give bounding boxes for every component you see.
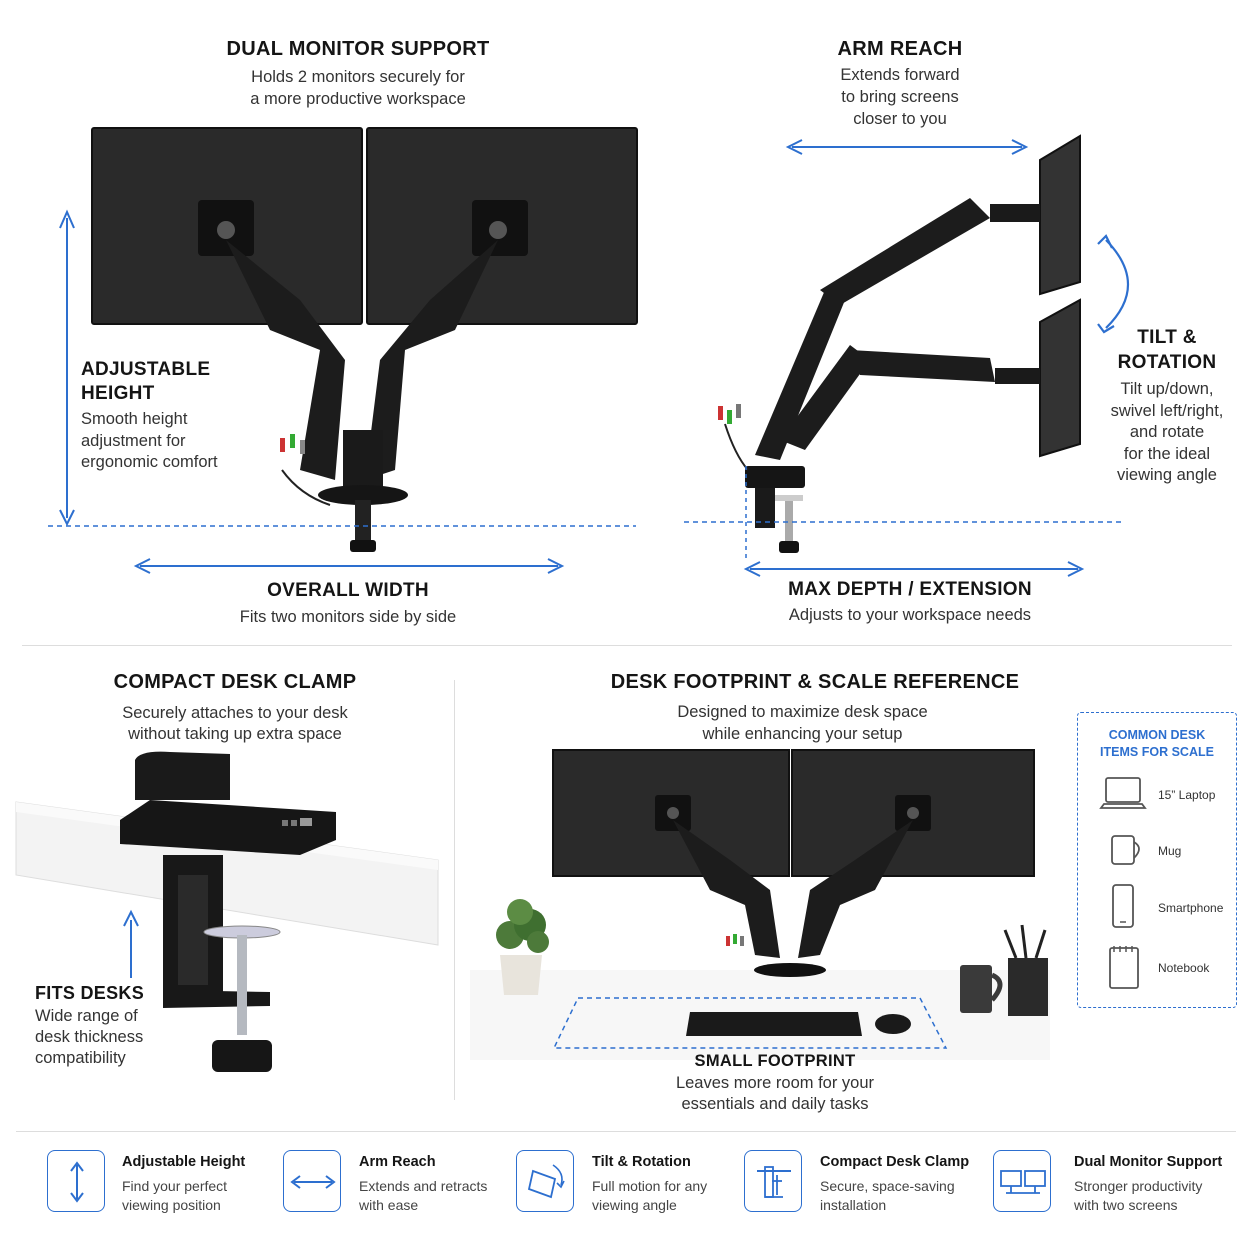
dual-monitor-line2: a more productive workspace <box>250 90 466 108</box>
feature-icon-box-reach <box>283 1150 341 1212</box>
feature-desc-clamp-1: Secure, space-saving <box>820 1178 955 1194</box>
tilt-title2: ROTATION <box>1117 352 1217 373</box>
clamp-icon <box>757 1166 791 1198</box>
smartphone-icon <box>1112 884 1134 928</box>
footprint-title: DESK FOOTPRINT & SCALE REFERENCE <box>610 671 1020 693</box>
desk-clamp-title: COMPACT DESK CLAMP <box>113 671 357 693</box>
footprint-line2: while enhancing your setup <box>702 725 903 743</box>
adjustable-height-line2: adjustment for <box>81 432 186 450</box>
small-footprint-line2: essentials and daily tasks <box>681 1095 869 1113</box>
small-footprint-title: SMALL FOOTPRINT <box>694 1052 856 1070</box>
mug-icon <box>1111 835 1140 865</box>
feature-title-dual: Dual Monitor Support <box>1074 1154 1223 1170</box>
fits-desks-line1: Wide range of <box>35 1007 138 1025</box>
feature-title-tilt: Tilt & Rotation <box>592 1154 691 1170</box>
scale-heading1: COMMON DESK <box>1108 728 1206 742</box>
feature-title-height: Adjustable Height <box>122 1154 246 1170</box>
tilt-line5: viewing angle <box>1117 466 1217 484</box>
dual-monitor-illustration <box>48 127 638 574</box>
tilt-line1: Tilt up/down, <box>1120 380 1214 398</box>
desk-clamp-line1: Securely attaches to your desk <box>122 704 348 722</box>
feature-desc-tilt-2: viewing angle <box>592 1197 677 1213</box>
feature-icon-box-dual <box>993 1150 1051 1212</box>
desk-clamp-line2: without taking up extra space <box>128 725 342 743</box>
vertical-arrow-icon <box>70 1161 84 1203</box>
adjustable-height-title1: ADJUSTABLE <box>81 359 211 380</box>
feature-desc-tilt-1: Full motion for any <box>592 1178 708 1194</box>
scale-icons <box>1099 777 1147 989</box>
feature-desc-clamp-2: installation <box>820 1197 887 1213</box>
fits-desks-line3: compatibility <box>35 1049 126 1067</box>
horizontal-divider <box>22 645 1232 646</box>
arm-reach-line2: to bring screens <box>841 88 959 106</box>
notebook-icon <box>1109 946 1139 989</box>
overall-width-title: OVERALL WIDTH <box>267 580 429 601</box>
max-depth-line1: Adjusts to your workspace needs <box>788 606 1032 624</box>
arm-reach-line1: Extends forward <box>840 66 960 84</box>
fits-desks-title: FITS DESKS <box>35 983 145 1003</box>
scale-item-mug: Mug <box>1158 844 1182 858</box>
feature-icon-box-clamp <box>744 1150 802 1212</box>
horizontal-arrow-icon <box>290 1175 336 1189</box>
tilt-icon <box>527 1164 565 1199</box>
scale-item-smartphone: Smartphone <box>1158 901 1224 915</box>
feature-desc-reach-1: Extends and retracts <box>359 1178 488 1194</box>
adjustable-height-line1: Smooth height <box>81 410 188 428</box>
fits-desks-line2: desk thickness <box>35 1028 144 1046</box>
feature-title-clamp: Compact Desk Clamp <box>820 1154 970 1170</box>
feature-desc-height-1: Find your perfect <box>122 1178 228 1194</box>
overall-width-line1: Fits two monitors side by side <box>239 608 457 626</box>
laptop-icon <box>1099 777 1147 809</box>
tilt-line2: swivel left/right, <box>1110 402 1224 420</box>
tilt-line3: and rotate <box>1129 423 1205 441</box>
dual-monitor-icon <box>1000 1170 1046 1194</box>
scale-reference-box <box>1077 712 1237 1008</box>
feature-icon-box-height <box>47 1150 105 1212</box>
arm-reach-illustration <box>684 134 1129 577</box>
footprint-illustration <box>470 749 1050 1060</box>
small-footprint-line1: Leaves more room for your <box>675 1074 875 1092</box>
tilt-line4: for the ideal <box>1123 445 1211 463</box>
max-depth-title: MAX DEPTH / EXTENSION <box>788 579 1032 600</box>
tilt-title1: TILT & <box>1137 327 1197 348</box>
dual-monitor-line1: Holds 2 monitors securely for <box>251 68 465 86</box>
arm-reach-line3: closer to you <box>853 110 947 128</box>
scale-item-laptop: 15” Laptop <box>1158 788 1216 802</box>
feature-desc-dual-1: Stronger productivity <box>1074 1178 1203 1194</box>
scale-item-notebook: Notebook <box>1158 961 1210 975</box>
footprint-line1: Designed to maximize desk space <box>677 703 928 721</box>
arm-reach-title: ARM REACH <box>837 38 963 60</box>
adjustable-height-line3: ergonomic comfort <box>81 453 218 471</box>
feature-title-reach: Arm Reach <box>359 1154 436 1170</box>
scale-heading2: ITEMS FOR SCALE <box>1100 745 1214 759</box>
desk-clamp-illustration <box>15 751 439 1072</box>
feature-desc-height-2: viewing position <box>122 1197 221 1213</box>
feature-desc-reach-2: with ease <box>359 1197 419 1213</box>
adjustable-height-title2: HEIGHT <box>81 383 155 404</box>
feature-divider <box>16 1131 1236 1132</box>
feature-icon-box-tilt <box>516 1150 574 1212</box>
dual-monitor-title: DUAL MONITOR SUPPORT <box>226 38 490 60</box>
vertical-divider <box>454 680 455 1100</box>
feature-desc-dual-2: with two screens <box>1074 1197 1178 1213</box>
